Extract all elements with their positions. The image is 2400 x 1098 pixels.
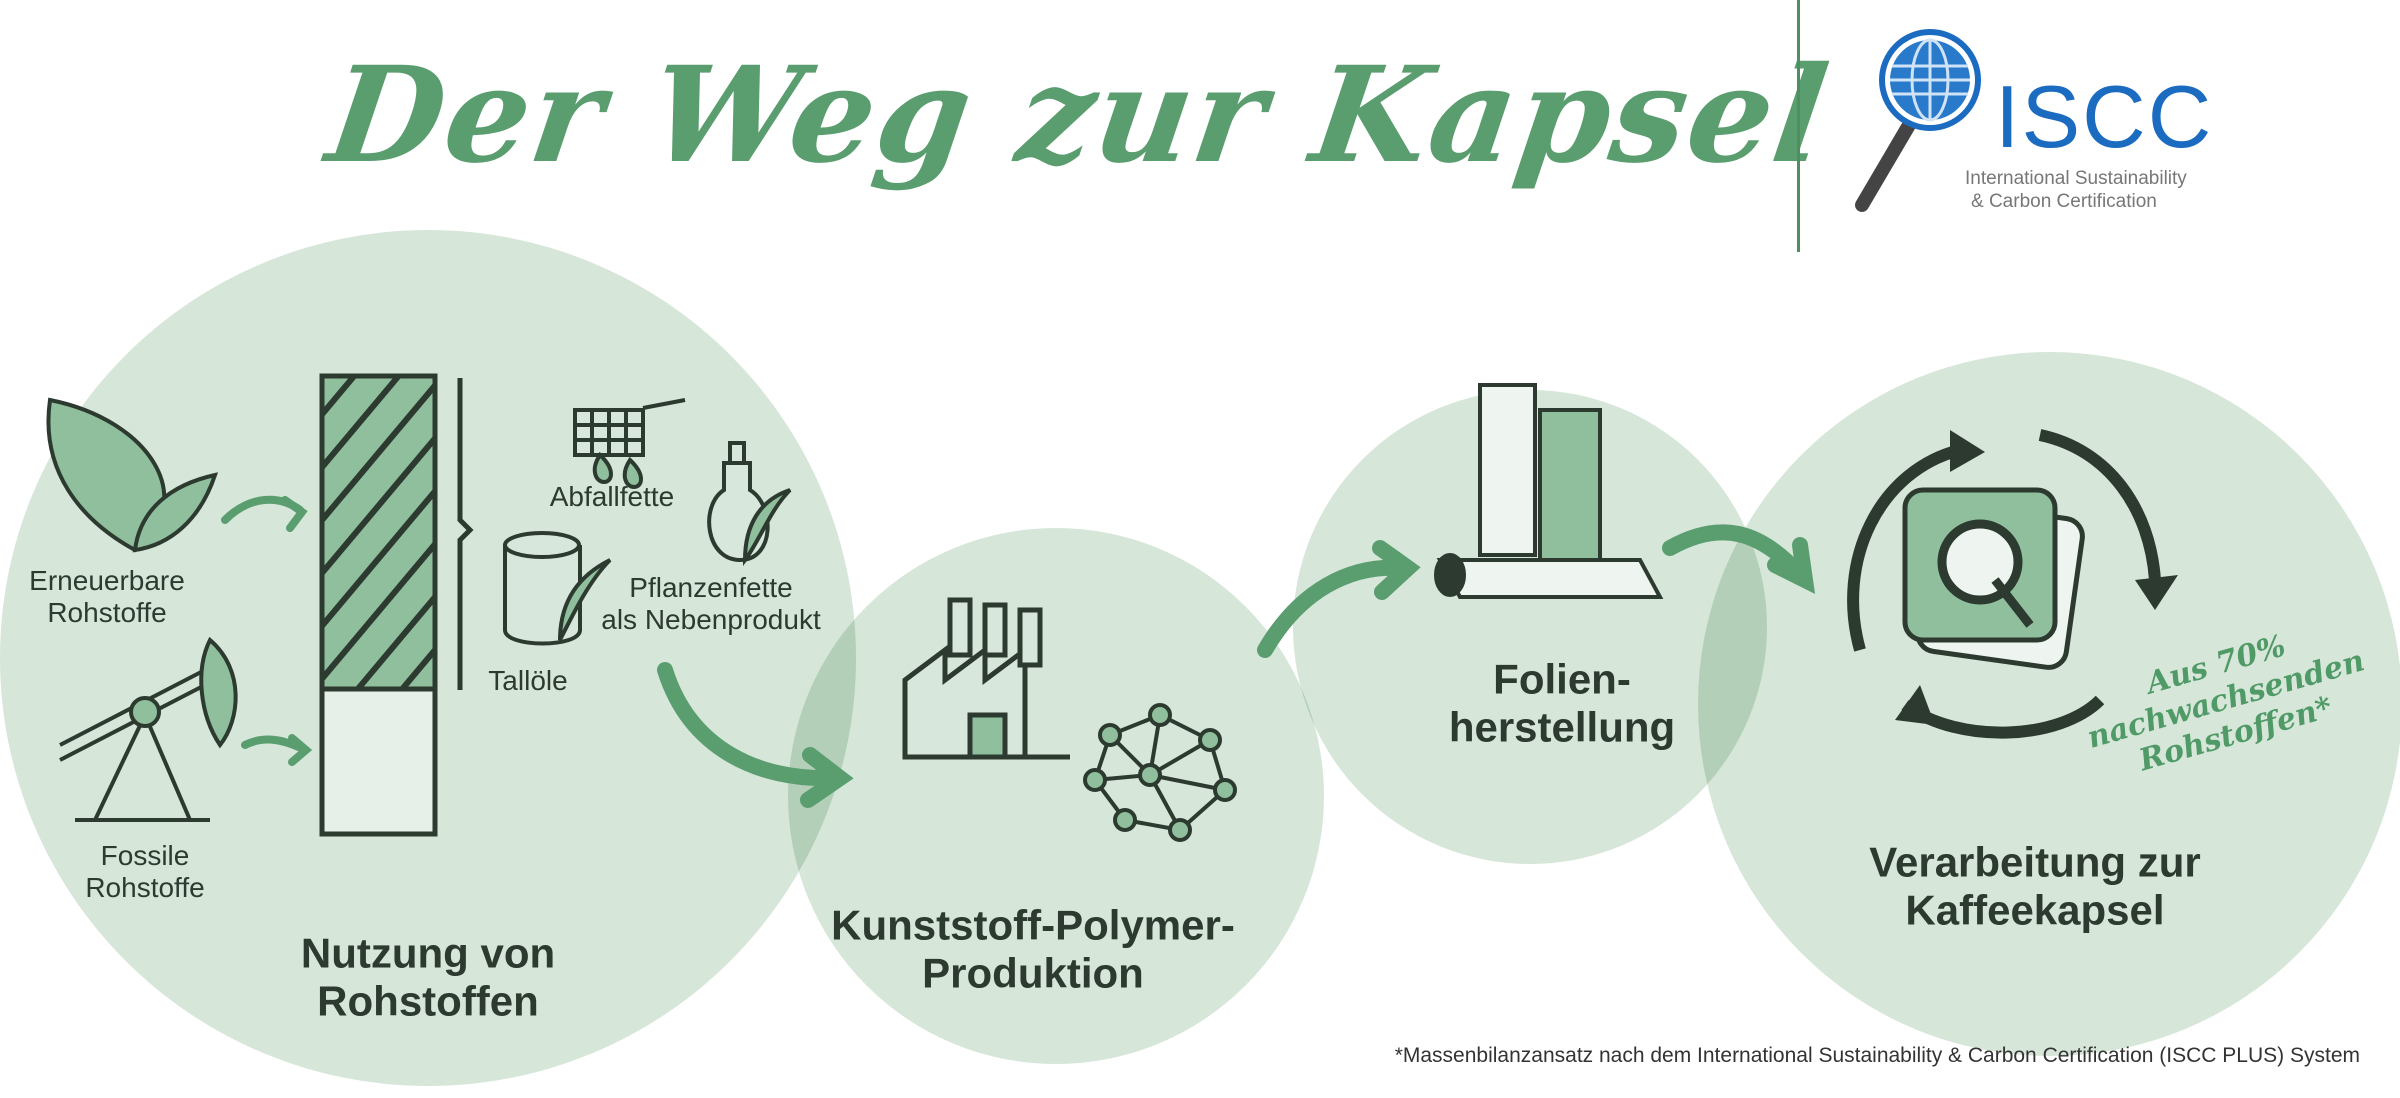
divider xyxy=(1797,0,1800,252)
footnote: *Massenbilanzansatz nach dem Internation… xyxy=(1394,1044,2360,1067)
process-arrow-icon xyxy=(657,524,1816,808)
label-plant-fats: Pflanzenfette als Nebenprodukt xyxy=(601,572,820,636)
barrel-icon xyxy=(503,531,612,646)
leaf-icon xyxy=(46,397,219,553)
stage-label-line2: Produktion xyxy=(922,950,1144,997)
label-fossil: Fossile Rohstoffe xyxy=(85,840,204,904)
logo-subtitle-line2: & Carbon Certification xyxy=(1971,190,2157,212)
mass-balance-bar xyxy=(319,373,474,837)
factory-icon xyxy=(902,597,1070,760)
stage-label-capsule: Verarbeitung zur Kaffeekapsel xyxy=(1869,839,2200,936)
oil-bottle-icon xyxy=(707,441,792,567)
logo-subtitle: International Sustainability & Carbon Ce… xyxy=(1965,168,2187,214)
stage-label-line1: Folien- xyxy=(1493,655,1631,703)
stage-label-film: Folien- herstellung xyxy=(1449,656,1675,753)
film-roll-icon xyxy=(1434,383,1664,599)
stage-circle-capsule xyxy=(1698,352,2400,1056)
stage-label-polymer: Kunststoff-Polymer- Produktion xyxy=(831,902,1235,999)
label-waste-fats: Abfallfette xyxy=(549,480,675,512)
logo-subtitle-line1: International Sustainability xyxy=(1965,168,2187,189)
stage-label-line2: herstellung xyxy=(1448,704,1676,751)
label-tall-oils: Tallöle xyxy=(488,664,568,696)
logo-name: ISCC xyxy=(1995,67,2214,166)
arrowhead-icon xyxy=(1895,430,2178,725)
label-renewable-line2: Rohstoffe xyxy=(47,597,167,628)
stage-label-line1: Verarbeitung zur xyxy=(1869,838,2201,886)
label-plant-fats-line2: als Nebenprodukt xyxy=(601,604,821,635)
arrow-icon xyxy=(221,495,313,766)
label-fossil-line2: Rohstoffe xyxy=(85,872,205,903)
label-renewable: Erneuerbare Rohstoffe xyxy=(29,565,185,629)
label-renewable-line1: Erneuerbare xyxy=(29,564,185,596)
stage-label-line2: Kaffeekapsel xyxy=(1905,887,2165,934)
stage-label-line1: Kunststoff-Polymer- xyxy=(831,901,1235,949)
label-plant-fats-line1: Pflanzenfette xyxy=(629,571,793,603)
stage-label-raw-materials: Nutzung von Rohstoffen xyxy=(301,930,555,1027)
coffee-capsule-icon xyxy=(1902,487,2085,670)
label-fossil-line1: Fossile xyxy=(100,839,190,871)
molecule-network-icon xyxy=(1083,703,1237,842)
stage-label-line1: Nutzung von xyxy=(300,929,556,977)
stage-label-line2: Rohstoffen xyxy=(317,978,539,1025)
oil-pump-icon xyxy=(59,636,238,822)
fryer-basket-icon xyxy=(573,398,686,490)
